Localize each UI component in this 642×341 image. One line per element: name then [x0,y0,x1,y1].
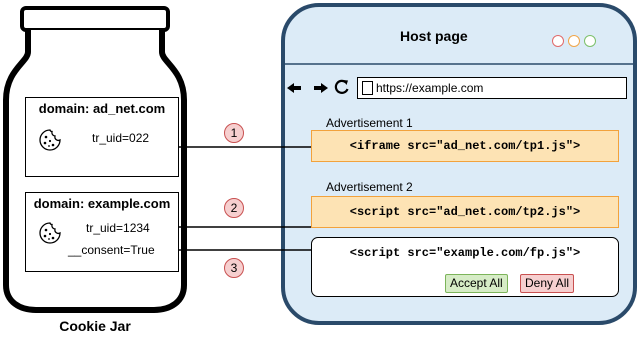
step-3-badge: 3 [224,258,244,278]
advertisement-1-label: Advertisement 1 [326,116,413,130]
cookie-box-example: domain: example.com tr_uid=1234 __consen… [25,192,179,272]
cookie-icon [39,222,61,244]
cookie-box-ad-net: domain: ad_net.com tr_uid=022 [25,97,179,177]
cookie-jar-label: Cookie Jar [59,318,131,334]
url-text: https://example.com [376,81,484,95]
window-minimize-dot[interactable] [568,35,580,47]
domain-label: domain: example.com [33,196,171,211]
iframe-code: <iframe src="ad_net.com/tp1.js"> [349,139,581,153]
window-maximize-dot[interactable] [584,35,596,47]
tp2-script-code: <script src="ad_net.com/tp2.js"> [349,205,581,219]
forward-arrow-icon[interactable] [313,82,329,94]
jar-lid [20,6,170,32]
fp-script-code: <script src="example.com/fp.js"> [349,246,581,260]
window-close-dot[interactable] [552,35,564,47]
cookie-value: tr_uid=1234 [86,221,150,235]
cookie-value: tr_uid=022 [92,131,150,145]
step-1-badge: 1 [224,123,244,143]
accept-all-button[interactable]: Accept All [445,274,508,293]
deny-all-button[interactable]: Deny All [520,274,575,293]
advertisement-2-label: Advertisement 2 [326,180,413,194]
back-arrow-icon[interactable] [286,82,302,94]
cookie-icon [39,129,61,151]
address-bar[interactable]: https://example.com [357,77,627,99]
reload-icon[interactable] [334,79,350,95]
cookie-value: __consent=True [68,243,155,257]
page-icon [362,81,373,95]
ad-1-iframe-box: <iframe src="ad_net.com/tp1.js"> [311,130,619,162]
ad-2-script-box: <script src="ad_net.com/tp2.js"> [311,196,619,228]
host-page-title: Host page [400,28,468,44]
domain-label: domain: ad_net.com [38,101,166,116]
step-2-badge: 2 [224,198,244,218]
